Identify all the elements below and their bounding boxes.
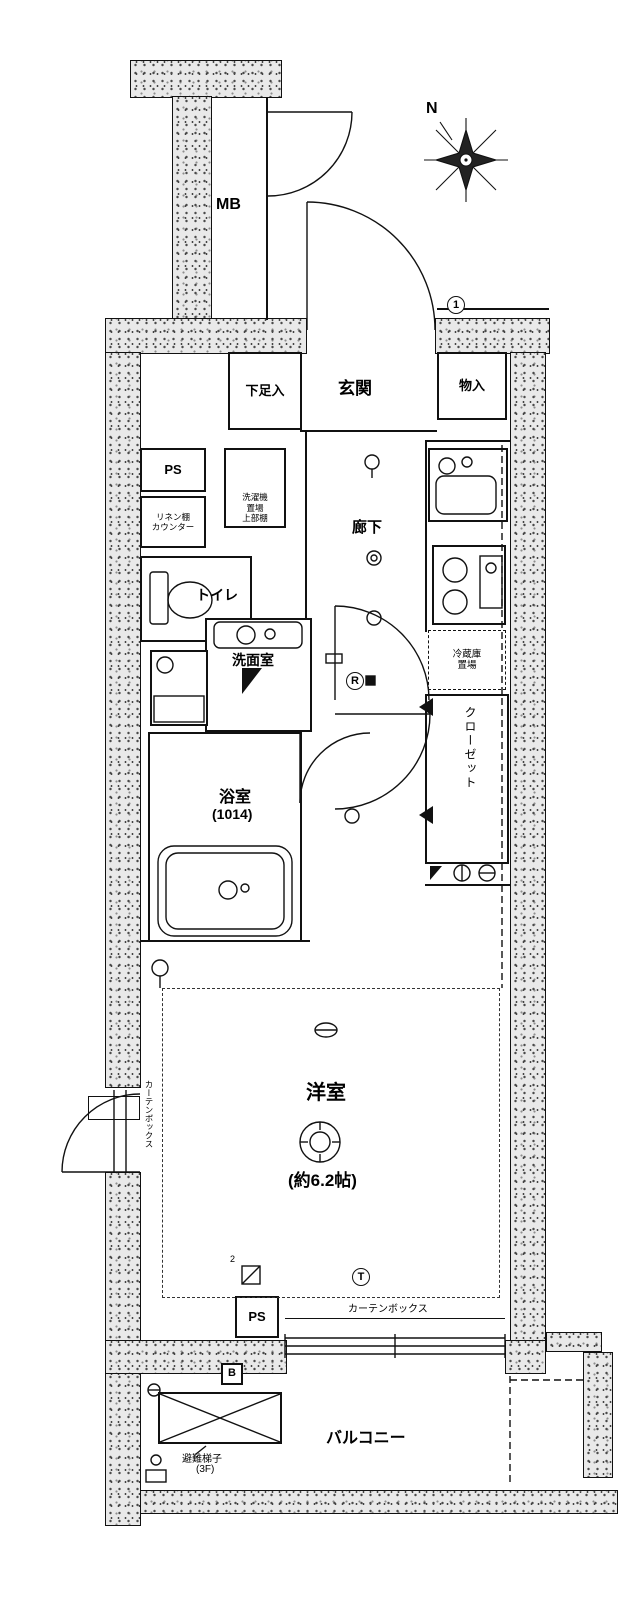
shoe-box-label: 下足入 bbox=[245, 383, 285, 399]
compass-rose bbox=[424, 118, 508, 202]
wall-bottom-left bbox=[105, 1340, 287, 1374]
wall-top-cap bbox=[130, 60, 282, 98]
circled-one-mark: 1 bbox=[447, 296, 465, 314]
circled-r-text: R bbox=[351, 675, 359, 687]
wall-bottom-right-corner bbox=[505, 1340, 546, 1374]
western-room-label: 洋室 bbox=[306, 1082, 346, 1104]
vent-b-label: B bbox=[228, 1367, 236, 1380]
kitchen-sink-counter bbox=[428, 448, 508, 522]
line-corridor-top bbox=[437, 308, 549, 310]
kitchen-stove-counter bbox=[432, 545, 506, 625]
circled-one-text: 1 bbox=[452, 299, 460, 311]
compass-north-label: N bbox=[426, 100, 438, 117]
ps-bottom-box: PS bbox=[235, 1296, 279, 1338]
washroom-label: 洗面室 bbox=[232, 652, 274, 668]
storage-box: 物入 bbox=[437, 352, 507, 420]
wall-left-balcony bbox=[105, 1348, 141, 1526]
line-hall-left bbox=[305, 430, 307, 620]
line-room-top bbox=[140, 940, 310, 942]
bathroom-door-swing bbox=[299, 732, 371, 804]
bathroom-label: 浴室 bbox=[219, 789, 252, 806]
western-room-size-label: (約6.2帖) bbox=[288, 1171, 357, 1190]
mb-label: MB bbox=[216, 196, 241, 213]
laundry-label-2: 置場 bbox=[246, 502, 264, 513]
hallway-label: 廊下 bbox=[352, 519, 383, 536]
line-mb-right bbox=[266, 98, 268, 320]
outlet-two-label: 2 bbox=[230, 1254, 236, 1264]
line-kitchen-left bbox=[425, 440, 427, 632]
closet-strip-symbols bbox=[430, 864, 496, 882]
linen-label-1: リネン棚 bbox=[155, 511, 190, 522]
wall-top-left bbox=[105, 318, 307, 354]
circled-t-mark: T bbox=[352, 1268, 370, 1286]
balcony-label: バルコニー bbox=[326, 1430, 406, 1447]
line-entrance-step bbox=[300, 430, 437, 432]
washer-pan bbox=[150, 650, 208, 726]
evacuation-hatch-box bbox=[158, 1392, 282, 1444]
laundry-box: 洗濯機 置場 上部棚 bbox=[224, 448, 286, 528]
toilet-label: トイレ bbox=[196, 587, 238, 603]
linen-label-2: カウンター bbox=[151, 522, 195, 532]
closet-label: クローゼット bbox=[463, 706, 477, 790]
wall-right bbox=[510, 352, 546, 1342]
ps-top-box: PS bbox=[140, 448, 206, 492]
wall-balcony-right-top bbox=[546, 1332, 602, 1352]
line-closet-strip bbox=[425, 884, 510, 886]
shoe-box: 下足入 bbox=[228, 352, 302, 430]
ceiling-dashed-outline bbox=[162, 988, 500, 1298]
vent-b-box: B bbox=[221, 1363, 243, 1385]
ps-bottom-label: PS bbox=[248, 1309, 266, 1325]
linen-counter-box: リネン棚 カウンター bbox=[140, 496, 206, 548]
wall-top-right bbox=[435, 318, 550, 354]
circled-r-mark: R bbox=[346, 672, 364, 690]
wall-left-upper bbox=[105, 352, 141, 1088]
bathroom-room bbox=[148, 732, 302, 942]
laundry-label-3: 上部棚 bbox=[242, 512, 268, 523]
storage-label: 物入 bbox=[458, 378, 485, 394]
line-kitchen-top bbox=[425, 440, 510, 442]
wall-left-lower bbox=[105, 1172, 141, 1348]
room-door-swing bbox=[334, 713, 431, 810]
line-curtain-box bbox=[285, 1318, 505, 1319]
laundry-label-1: 洗濯機 bbox=[242, 492, 268, 503]
left-window-shutter-box bbox=[88, 1096, 140, 1120]
wall-balcony-railing bbox=[140, 1490, 618, 1514]
wall-mb-left bbox=[172, 96, 212, 320]
entrance-door-swing bbox=[306, 201, 436, 331]
wall-balcony-right-side bbox=[583, 1352, 613, 1478]
ps-top-label: PS bbox=[164, 462, 182, 478]
curtain-box-bottom-label: カーテンボックス bbox=[348, 1304, 428, 1315]
hatch-label-2: (3F) bbox=[196, 1464, 215, 1475]
curtain-box-left-label: カーテンボックス bbox=[144, 1080, 154, 1148]
bathroom-size-label: (1014) bbox=[212, 806, 253, 822]
fridge-label-1: 冷蔵庫 bbox=[452, 648, 482, 660]
fridge-label-2: 置場 bbox=[457, 660, 477, 671]
washroom-room bbox=[205, 618, 312, 732]
circled-t-text: T bbox=[357, 1271, 365, 1283]
mb-door-swing bbox=[267, 111, 353, 197]
hatch-label-1: 避難梯子 bbox=[182, 1454, 222, 1465]
balcony-window-sash bbox=[284, 1334, 506, 1358]
entrance-label: 玄関 bbox=[338, 379, 372, 398]
fridge-space: 冷蔵庫 置場 bbox=[428, 630, 506, 690]
